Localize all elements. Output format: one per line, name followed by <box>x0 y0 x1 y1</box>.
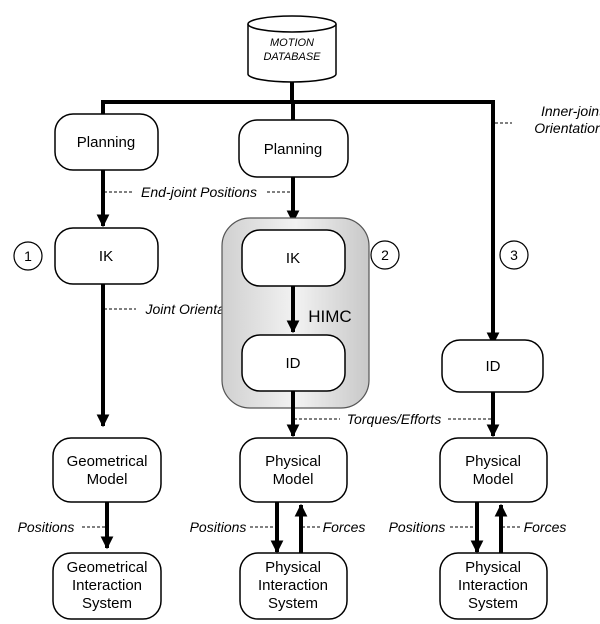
geometrical-system-line3: System <box>82 595 132 612</box>
physical-model-2-line2: Model <box>273 471 314 488</box>
forces-label-3: Forces <box>524 519 567 535</box>
step-number-3: 3 <box>510 247 518 263</box>
geometrical-system-line2: Interaction <box>72 577 142 594</box>
id-label-3: ID <box>486 358 501 375</box>
forces-label-2: Forces <box>323 519 366 535</box>
label-inner-joint-line1: Inner-joint <box>541 103 600 119</box>
physical-system-2-line1: Physical <box>265 559 321 576</box>
ik-box-1 <box>54 227 159 285</box>
physical-system-2-line3: System <box>268 595 318 612</box>
positions-label-2: Positions <box>190 519 247 535</box>
himc-label: HIMC <box>308 307 351 326</box>
distribution-lines <box>101 82 500 346</box>
end-joint-positions-label: End-joint Positions <box>141 184 257 200</box>
id-label-2: ID <box>286 355 301 372</box>
geometrical-model-line1: Geometrical <box>67 453 148 470</box>
geometrical-model-line2: Model <box>87 471 128 488</box>
geometrical-system-line1: Geometrical <box>67 559 148 576</box>
physical-model-box-2 <box>239 437 348 503</box>
column-2: Planning HIMC 2 IK ID Physical Model Pos… <box>190 119 400 620</box>
planning-box-1 <box>54 113 159 171</box>
geometrical-model-box <box>52 437 162 503</box>
motion-database: MOTION DATABASE <box>247 15 337 83</box>
step-badge-3 <box>499 240 529 270</box>
physical-system-2-line2: Interaction <box>258 577 328 594</box>
positions-label-1: Positions <box>18 519 75 535</box>
column-3: 3 ID Physical Model Positions Forces Phy… <box>389 240 567 620</box>
step-number-2: 2 <box>381 247 389 263</box>
physical-system-box-3 <box>439 552 548 620</box>
ik-label-2: IK <box>286 250 300 267</box>
positions-label-3: Positions <box>389 519 446 535</box>
physical-model-box-3 <box>439 437 548 503</box>
physical-model-3-line2: Model <box>473 471 514 488</box>
physical-system-3-line1: Physical <box>465 559 521 576</box>
planning-label-1: Planning <box>77 134 135 151</box>
label-inner-joint-line2: Orientations <box>534 120 600 136</box>
step-number-1: 1 <box>24 248 32 264</box>
ik-label-1: IK <box>99 248 113 265</box>
physical-system-3-line2: Interaction <box>458 577 528 594</box>
physical-model-2-line1: Physical <box>265 453 321 470</box>
physical-system-box-2 <box>239 552 348 620</box>
database-label-line1: MOTION <box>270 37 314 49</box>
step-badge-1 <box>13 241 43 271</box>
step-badge-2 <box>370 240 400 270</box>
planning-label-2: Planning <box>264 141 322 158</box>
physical-system-3-line3: System <box>468 595 518 612</box>
physical-model-3-line1: Physical <box>465 453 521 470</box>
geometrical-system-box <box>52 552 162 620</box>
torques-efforts-label: Torques/Efforts <box>347 411 441 427</box>
database-label-line2: DATABASE <box>263 51 321 63</box>
column-1: Planning 1 IK Geometrical Model Position… <box>13 113 162 620</box>
